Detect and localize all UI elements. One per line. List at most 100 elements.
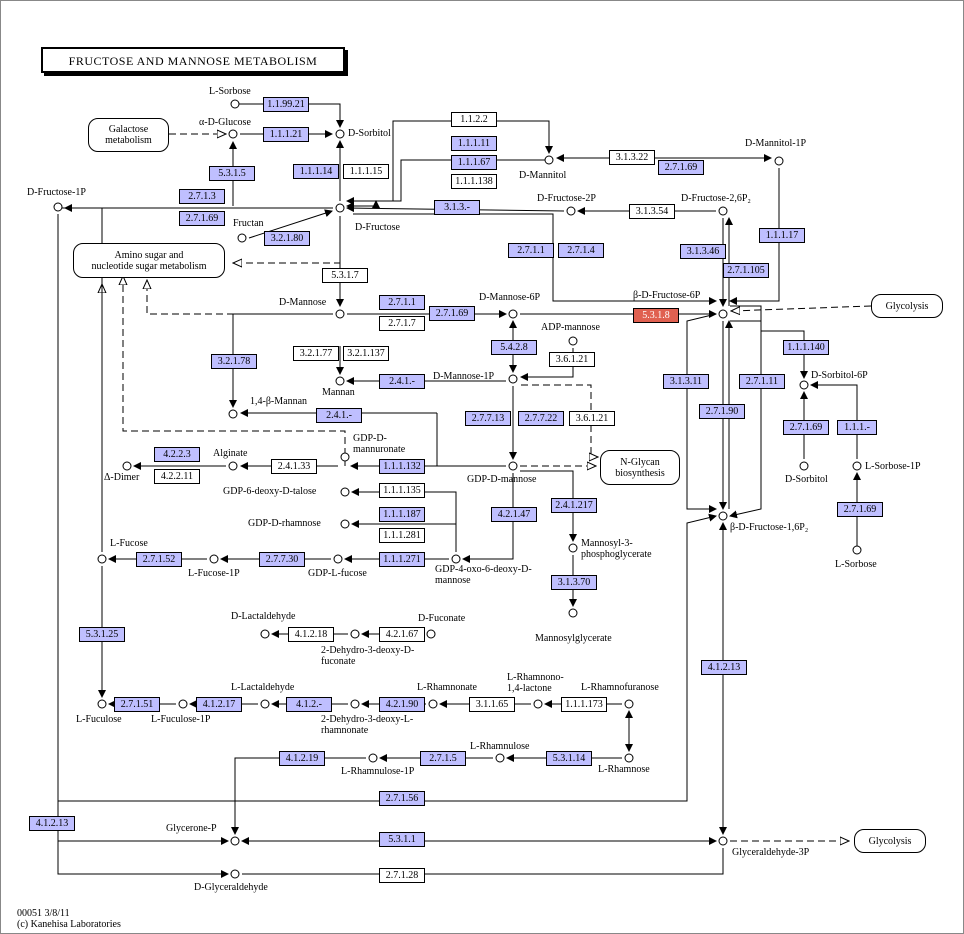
compound-node[interactable]: [260, 699, 270, 709]
compound-label[interactable]: Fructan: [233, 218, 264, 229]
enzyme-box[interactable]: 2.7.1.69: [837, 502, 883, 517]
compound-label[interactable]: GDP-D-rhamnose: [248, 518, 321, 529]
compound-node[interactable]: [230, 869, 240, 879]
enzyme-box[interactable]: 1.1.1.132: [379, 459, 425, 474]
enzyme-box[interactable]: 1.1.1.138: [451, 174, 497, 189]
compound-label[interactable]: Mannosyl-3-phosphoglycerate: [581, 538, 652, 560]
compound-label[interactable]: L-Fucose: [110, 538, 148, 549]
compound-node[interactable]: [774, 156, 784, 166]
compound-node[interactable]: [508, 374, 518, 384]
enzyme-box[interactable]: 5.3.1.7: [322, 268, 368, 283]
compound-node[interactable]: [340, 452, 350, 462]
enzyme-box[interactable]: 2.4.1.-: [316, 408, 362, 423]
compound-label[interactable]: D-Sorbitol-6P: [811, 370, 868, 381]
compound-node[interactable]: [230, 99, 240, 109]
compound-label[interactable]: α-D-Glucose: [199, 117, 251, 128]
compound-node[interactable]: [228, 461, 238, 471]
compound-label[interactable]: L-Rhamnose: [598, 764, 650, 775]
enzyme-box[interactable]: 1.1.1.14: [293, 164, 339, 179]
compound-label[interactable]: Mannan: [322, 387, 355, 398]
compound-node[interactable]: [122, 461, 132, 471]
enzyme-box[interactable]: 5.4.2.8: [491, 340, 537, 355]
enzyme-box[interactable]: 2.7.1.1: [508, 243, 554, 258]
enzyme-box[interactable]: 1.1.1.140: [783, 340, 829, 355]
enzyme-box[interactable]: 3.1.3.22: [609, 150, 655, 165]
enzyme-box[interactable]: 1.1.1.187: [379, 507, 425, 522]
enzyme-box[interactable]: 3.1.3.46: [680, 244, 726, 259]
enzyme-box[interactable]: 3.2.1.80: [264, 231, 310, 246]
compound-label[interactable]: GDP-6-deoxy-D-talose: [223, 486, 317, 497]
compound-node[interactable]: [718, 511, 728, 521]
compound-node[interactable]: [53, 202, 63, 212]
compound-node[interactable]: [568, 336, 578, 346]
enzyme-box[interactable]: 2.7.1.7: [379, 316, 425, 331]
compound-label[interactable]: D-Fructose-1P: [27, 187, 86, 198]
compound-label[interactable]: GDP-D-mannuronate: [353, 433, 406, 455]
enzyme-box[interactable]: 1.1.1.173: [561, 697, 607, 712]
compound-label[interactable]: GDP-L-fucose: [308, 568, 367, 579]
compound-node[interactable]: [335, 376, 345, 386]
compound-node[interactable]: [97, 699, 107, 709]
compound-label[interactable]: D-Fructose-2,6P₂: [681, 193, 751, 204]
enzyme-box[interactable]: 2.7.1.51: [114, 697, 160, 712]
enzyme-box[interactable]: 2.7.1.69: [429, 306, 475, 321]
pathway-map-link-nglycan[interactable]: N-Glycan biosynthesis: [600, 450, 680, 485]
compound-node[interactable]: [852, 461, 862, 471]
compound-node[interactable]: [178, 699, 188, 709]
compound-label[interactable]: L-Sorbose: [835, 559, 877, 570]
compound-node[interactable]: [718, 206, 728, 216]
compound-label[interactable]: D-Mannose-1P: [433, 371, 495, 382]
compound-label[interactable]: D-Lactaldehyde: [231, 611, 296, 622]
enzyme-box[interactable]: 2.4.1.-: [379, 374, 425, 389]
compound-label[interactable]: D-Mannose: [279, 297, 327, 308]
compound-node[interactable]: [426, 629, 436, 639]
compound-label[interactable]: D-Sorbitol: [785, 474, 828, 485]
compound-label[interactable]: L-Rhamnulose: [470, 741, 530, 752]
compound-node[interactable]: [718, 309, 728, 319]
enzyme-box[interactable]: 2.4.1.217: [551, 498, 597, 513]
compound-label[interactable]: ADP-mannose: [541, 322, 600, 333]
enzyme-box[interactable]: 3.6.1.21: [569, 411, 615, 426]
compound-label[interactable]: 2-Dehydro-3-deoxy-D-fuconate: [321, 645, 415, 667]
compound-node[interactable]: [335, 129, 345, 139]
enzyme-box[interactable]: 1.1.1.-: [837, 420, 877, 435]
enzyme-box[interactable]: 4.2.2.11: [154, 469, 200, 484]
compound-node[interactable]: [260, 629, 270, 639]
enzyme-box[interactable]: 4.1.2.18: [288, 627, 334, 642]
compound-label[interactable]: L-Rhamnulose-1P: [341, 766, 415, 777]
enzyme-box[interactable]: 1.1.1.21: [263, 127, 309, 142]
enzyme-box[interactable]: 1.1.2.2: [451, 112, 497, 127]
compound-label[interactable]: D-Mannitol-1P: [745, 138, 807, 149]
compound-node[interactable]: [340, 519, 350, 529]
enzyme-box[interactable]: 4.1.2.13: [29, 816, 75, 831]
compound-label[interactable]: β-D-Fructose-6P: [633, 290, 701, 301]
compound-label[interactable]: Glycerone-P: [166, 823, 217, 834]
compound-label[interactable]: L-Lactaldehyde: [231, 682, 295, 693]
compound-node[interactable]: [624, 753, 634, 763]
compound-node[interactable]: [368, 753, 378, 763]
enzyme-box[interactable]: 2.7.1.56: [379, 791, 425, 806]
enzyme-box[interactable]: 3.6.1.21: [549, 352, 595, 367]
pathway-map-link-glycolysis2[interactable]: Glycolysis: [854, 829, 926, 853]
compound-node[interactable]: [799, 461, 809, 471]
compound-label[interactable]: L-Fuculose: [76, 714, 122, 725]
compound-label[interactable]: L-Sorbose: [209, 86, 251, 97]
enzyme-box[interactable]: 3.2.1.77: [293, 346, 339, 361]
compound-node[interactable]: [209, 554, 219, 564]
enzyme-box[interactable]: 2.7.1.69: [179, 211, 225, 226]
enzyme-box[interactable]: 1.1.1.17: [759, 228, 805, 243]
enzyme-box[interactable]: 5.3.1.14: [546, 751, 592, 766]
compound-node[interactable]: [350, 699, 360, 709]
compound-label[interactable]: D-Fructose: [355, 222, 400, 233]
enzyme-box[interactable]: 4.1.2.13: [701, 660, 747, 675]
compound-node[interactable]: [544, 155, 554, 165]
enzyme-box[interactable]: 1.1.1.67: [451, 155, 497, 170]
compound-node[interactable]: [228, 129, 238, 139]
enzyme-box[interactable]: 2.7.7.30: [259, 552, 305, 567]
enzyme-box[interactable]: 3.1.1.65: [469, 697, 515, 712]
compound-node[interactable]: [333, 554, 343, 564]
compound-node[interactable]: [495, 753, 505, 763]
compound-node[interactable]: [718, 836, 728, 846]
compound-label[interactable]: Glyceraldehyde-3P: [732, 847, 810, 858]
enzyme-box[interactable]: 1.1.1.271: [379, 552, 425, 567]
